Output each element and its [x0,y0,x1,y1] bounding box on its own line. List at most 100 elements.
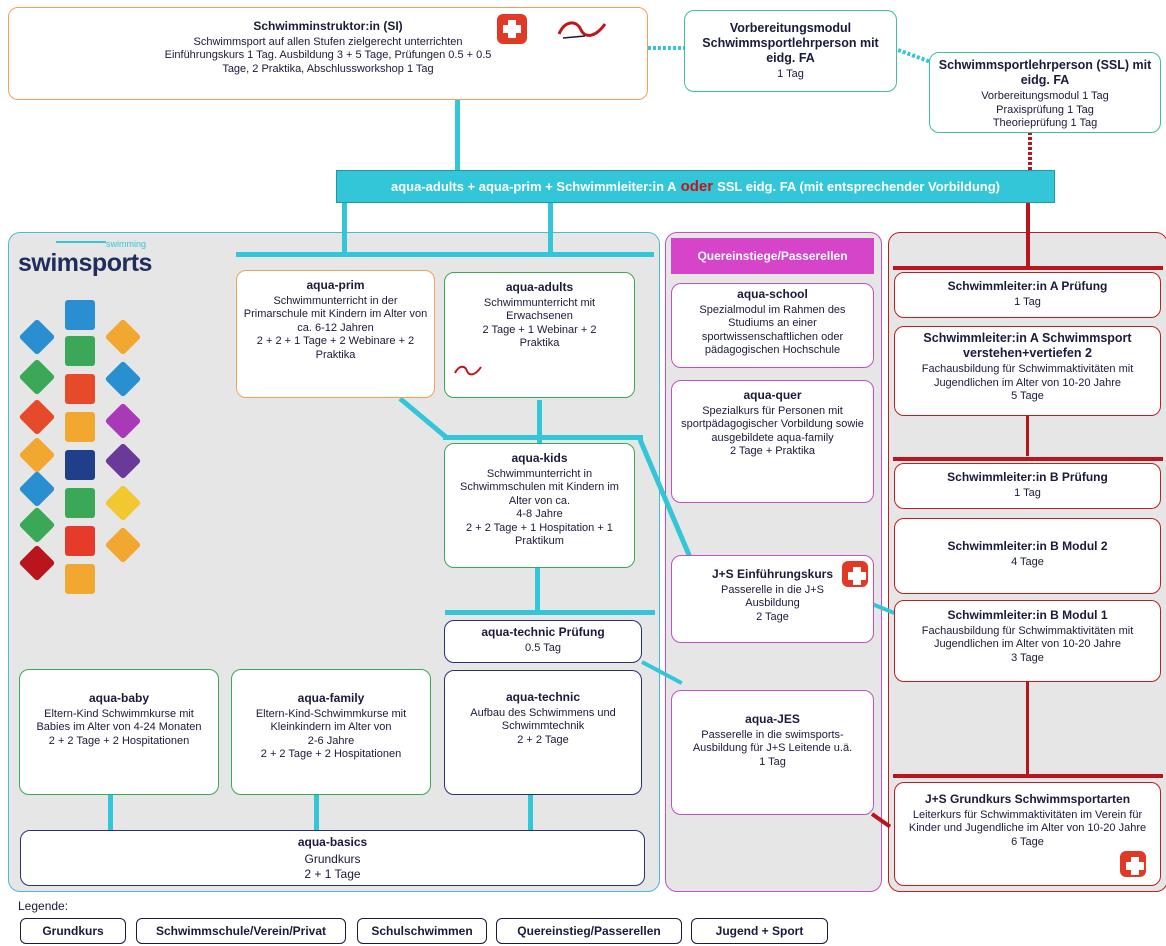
connector-si-banner [455,100,460,170]
sl-b-modul2-title: Schwimmleiter:in B Modul 2 [947,539,1108,553]
turtle-icon [104,484,142,522]
legend-label: Grundkurs [42,924,104,938]
js-einfuehrung-line: Passerelle in die J+S Ausbildung [720,583,825,610]
aqua-baby-line: 2 + 2 Tage + 2 Hospitationen [48,734,190,747]
crab-icon [18,318,56,356]
aqua-school-title: aqua-school [737,287,808,301]
octopus-icon [18,470,56,508]
legend-quereinstieg: Quereinstieg/Passerellen [496,918,682,944]
swimsports-logo-small: swimming [106,239,147,249]
si-line: Einführungskurs 1 Tag. Ausbildung 3 + 5 … [164,49,492,61]
aqua-school-box: aqua-school Spezialmodul im Rahmen des S… [671,283,874,368]
sl-b-modul1-title: Schwimmleiter:in B Modul 1 [947,608,1108,622]
sl-b-modul2-line: 4 Tage [1011,555,1044,568]
aqua-kids-box: aqua-kids Schwimmunterricht in Schwimmsc… [444,443,635,568]
banner-oder: oder [680,178,714,195]
sl-b-pruefung-line: 1 Tag [1014,486,1041,499]
swim-level-icons [18,296,148,596]
duck-icon [104,318,142,356]
aqua-prim-title: aqua-prim [306,278,365,292]
legend-jugend-sport: Jugend + Sport [691,918,828,944]
sl-a-box: Schwimmleiter:in A Schwimmsport verstehe… [894,326,1161,416]
legend-label: Quereinstieg/Passerellen [517,924,661,938]
connector-basics-family [314,795,319,830]
ssl-line: Theorieprüfung 1 Tag [992,117,1098,129]
aqua-family-line: 2-6 Jahre [307,734,355,747]
aqua-technic-pruefung-title: aqua-technic Prüfung [481,625,605,639]
connector-horizontal-top [236,252,654,257]
aqua-technic-title: aqua-technic [505,690,580,704]
sl-a-line: Fachausbildung für Schwimmaktivitäten mi… [921,363,1134,389]
connector-red-bottom-horizontal [893,774,1163,778]
aqua-adults-title: aqua-adults [505,280,574,294]
seal-icon [104,402,142,440]
connector-si-vorbereitung [648,46,684,50]
si-title: Schwimminstruktor:in (SI) [253,19,403,33]
connector-red-grund-slb [1026,682,1029,774]
connector-banner-adults [548,203,553,255]
aqua-family-box: aqua-family Eltern-Kind-Schwimmkurse mit… [231,669,431,795]
aqua-kids-line: 4-8 Jahre [516,508,563,520]
aqua-basics-line: Grundkurs [304,851,361,866]
connector-basics-baby [108,795,113,830]
aqua-baby-box: aqua-baby Eltern-Kind Schwimmkurse mit B… [19,669,219,795]
sl-b-modul1-box: Schwimmleiter:in B Modul 1 Fachausbildun… [894,600,1161,682]
connector-kids-adults [537,400,542,443]
swimmer-8-icon [65,564,95,594]
legend-schulschwimmen: Schulschwimmen [357,918,487,944]
connector-red-ssl-banner [1028,132,1032,170]
sl-a-pruefung-box: Schwimmleiter:in A Prüfung 1 Tag [894,272,1161,318]
connector-red-slb-a [1026,416,1029,456]
pig-icon [18,544,56,582]
sl-b-modul2-box: Schwimmleiter:in B Modul 2 4 Tage [894,518,1161,594]
aqua-technic-pruefung-box: aqua-technic Prüfung 0.5 Tag [444,620,642,663]
aqua-basics-title: aqua-basics [297,835,368,849]
vorbereitung-title: Vorbereitungsmodul Schwimmsportlehrperso… [702,21,879,65]
legend-label: Schulschwimmen [371,924,473,938]
lobster-icon [65,374,95,404]
sl-b-modul1-line: 3 Tage [1011,651,1044,664]
aqua-kids-title: aqua-kids [511,451,568,465]
js-einfuehrung-box: J+S Einführungskurs Passerelle in die J+… [671,555,874,643]
aqua-quer-line: Spezialkurs für Personen mit sportpädago… [681,404,864,444]
swimmer-7-icon [65,526,95,556]
aqua-technic-box: aqua-technic Aufbau des Schwimmens und S… [444,670,642,795]
crocodile-icon [18,506,56,544]
fish-icon [65,300,95,330]
connector-vorbereitung-ssl [897,48,932,64]
connector-red-mid-horizontal [893,457,1163,461]
aqua-jes-line: Passerelle in die swimsports-Ausbildung … [692,728,853,755]
aqua-kids-line: 2 + 2 Tage + 1 Hospitation + 1 Praktikum [466,521,613,548]
aqua-baby-line: Eltern-Kind Schwimmkurse mit Babies im A… [36,707,202,734]
shark-icon [65,412,95,442]
swimsports-logo-big: swimsports [18,249,152,277]
si-line: Schwimmsport auf allen Stufen zielgerech… [193,35,463,48]
js-grundkurs-line: 6 Tage [1011,835,1044,848]
ssl-line: Vorbereitungsmodul 1 Tag [981,90,1109,102]
aqua-school-line: Spezialmodul im Rahmen des Studiums an e… [699,303,846,357]
frog-icon [18,398,56,436]
sl-b-modul1-line: Fachausbildung für Schwimmaktivitäten mi… [921,624,1134,651]
aqua-baby-title: aqua-baby [88,691,149,705]
quereinstieg-header-label: Quereinstiege/Passerellen [697,249,848,263]
swimmer-6-icon [65,488,95,518]
legend-title: Legende: [18,899,69,913]
ssl-title: Schwimmsportlehrperson (SSL) mit eidg. F… [938,58,1152,87]
penguin-icon [18,436,56,474]
connector-basics-technic [528,795,533,830]
connector-horizontal-diag [443,435,643,440]
aqua-kids-line: Schwimmunterricht in Schwimmschulen mit … [460,467,619,507]
aqua-adults-box: aqua-adults Schwimmunterricht mit Erwach… [444,272,635,398]
aqua-basics-box: aqua-basics Grundkurs 2 + 1 Tage [20,830,645,886]
js-einfuehrung-title: J+S Einführungskurs [711,567,834,581]
swimmer-5-icon [65,450,95,480]
legend-label: Schwimmschule/Verein/Privat [155,924,327,938]
prerequisite-banner: aqua-adults + aqua-prim + Schwimmleiter:… [336,170,1055,203]
legend-label: Jugend + Sport [715,924,804,938]
aqua-basics-line: 2 + 1 Tage [304,866,361,881]
seahorse-icon [18,358,56,396]
si-box: Schwimminstruktor:in (SI) Schwimmsport a… [8,7,648,100]
js-logo [842,561,868,587]
esa-logo [555,16,610,44]
quereinstieg-header: Quereinstiege/Passerellen [671,238,874,274]
